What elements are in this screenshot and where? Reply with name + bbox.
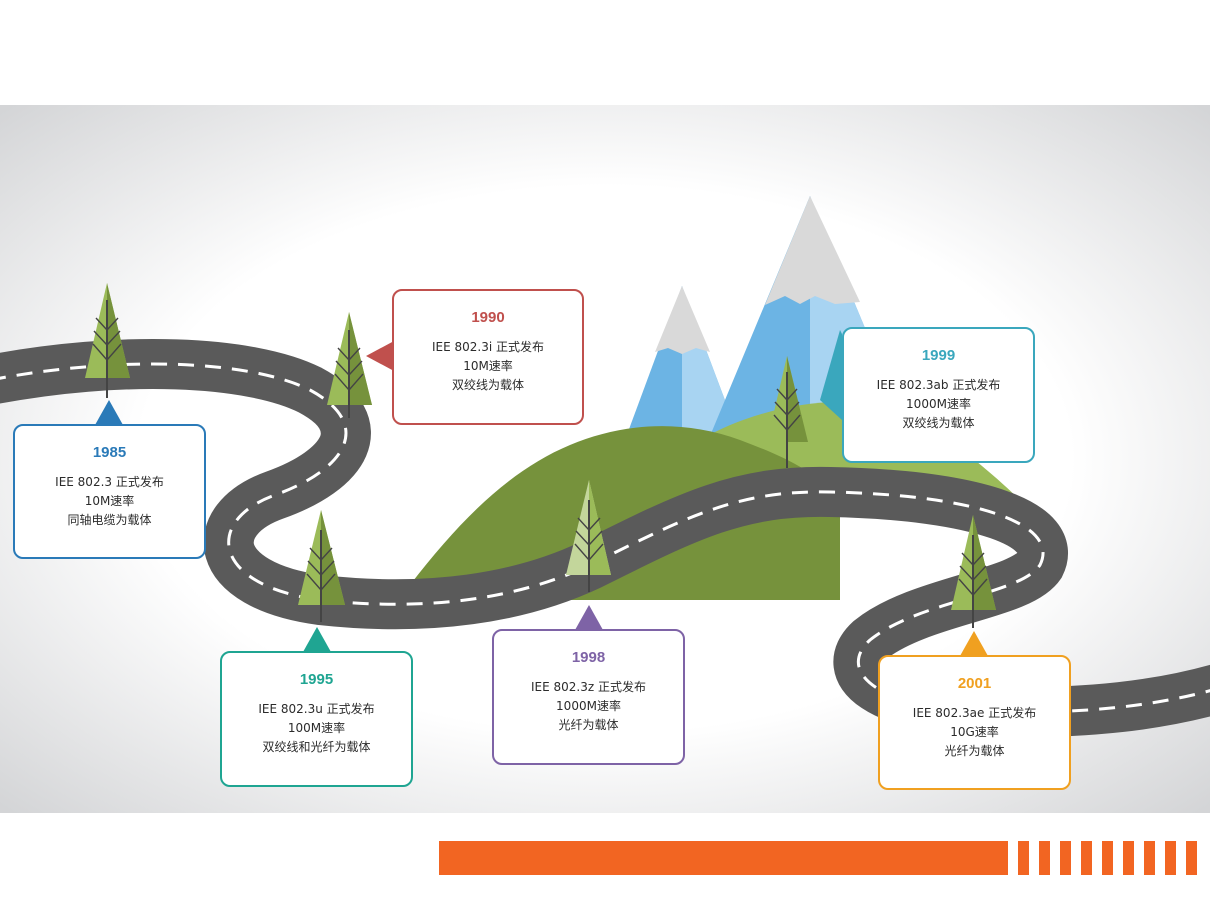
milestone-speed: 10G速率 [950, 725, 999, 739]
pointer-1985 [95, 400, 123, 425]
milestone-year: 1985 [92, 444, 127, 461]
footer-stripe [1102, 841, 1113, 875]
footer-stripe [1186, 841, 1197, 875]
footer-stripe [1144, 841, 1155, 875]
footer-bar [439, 841, 1008, 875]
milestone-medium: 双绞线和光纤为载体 [262, 740, 371, 754]
milestone-card-1998: 1998 IEE 802.3z 正式发布 1000M速率 光纤为载体 [492, 629, 685, 765]
milestone-standard: IEE 802.3u 正式发布 [258, 702, 375, 716]
milestone-speed: 1000M速率 [906, 397, 971, 411]
milestone-speed: 100M速率 [287, 721, 346, 735]
milestone-medium: 光纤为载体 [944, 744, 1005, 758]
milestone-year: 1999 [921, 347, 956, 364]
pointer-1990 [366, 341, 394, 371]
milestone-speed: 10M速率 [84, 494, 135, 508]
milestone-medium: 光纤为载体 [558, 718, 619, 732]
milestone-card-1999: 1999 IEE 802.3ab 正式发布 1000M速率 双绞线为载体 [842, 327, 1035, 463]
footer-stripe [1060, 841, 1071, 875]
milestone-standard: IEE 802.3ab 正式发布 [876, 378, 1001, 392]
milestone-year: 1998 [571, 649, 606, 666]
milestone-medium: 同轴电缆为载体 [67, 513, 152, 527]
pointer-1995 [303, 627, 331, 652]
milestone-year: 1995 [299, 671, 334, 688]
road [0, 339, 1210, 738]
milestone-year: 2001 [957, 675, 992, 692]
milestone-medium: 双绞线为载体 [451, 378, 524, 392]
milestone-speed: 10M速率 [463, 359, 513, 373]
tree-2 [327, 312, 372, 418]
tree-1 [85, 283, 130, 398]
tree-3 [298, 510, 345, 622]
milestone-card-1990: 1990 IEE 802.3i 正式发布 10M速率 双绞线为载体 [392, 289, 584, 425]
milestone-year: 1990 [471, 309, 505, 326]
pointer-2001 [960, 631, 988, 656]
tree-6 [951, 515, 996, 628]
pointer-1998 [575, 605, 603, 630]
footer-stripe [1081, 841, 1092, 875]
milestone-speed: 1000M速率 [556, 699, 621, 713]
milestone-standard: IEE 802.3 正式发布 [55, 475, 164, 489]
milestone-medium: 双绞线为载体 [902, 416, 975, 430]
tree-5 [767, 356, 808, 468]
footer-stripe [1123, 841, 1134, 875]
milestone-standard: IEE 802.3i 正式发布 [431, 340, 545, 354]
milestone-standard: IEE 802.3z 正式发布 [531, 680, 646, 694]
tree-4 [566, 480, 611, 592]
footer-stripe [1018, 841, 1029, 875]
milestone-card-1985: 1985 IEE 802.3 正式发布 10M速率 同轴电缆为载体 [13, 424, 206, 559]
milestone-card-2001: 2001 IEE 802.3ae 正式发布 10G速率 光纤为载体 [878, 655, 1071, 790]
footer-stripe [1165, 841, 1176, 875]
milestone-card-1995: 1995 IEE 802.3u 正式发布 100M速率 双绞线和光纤为载体 [220, 651, 413, 787]
milestone-standard: IEE 802.3ae 正式发布 [912, 706, 1037, 720]
footer-stripe [1039, 841, 1050, 875]
